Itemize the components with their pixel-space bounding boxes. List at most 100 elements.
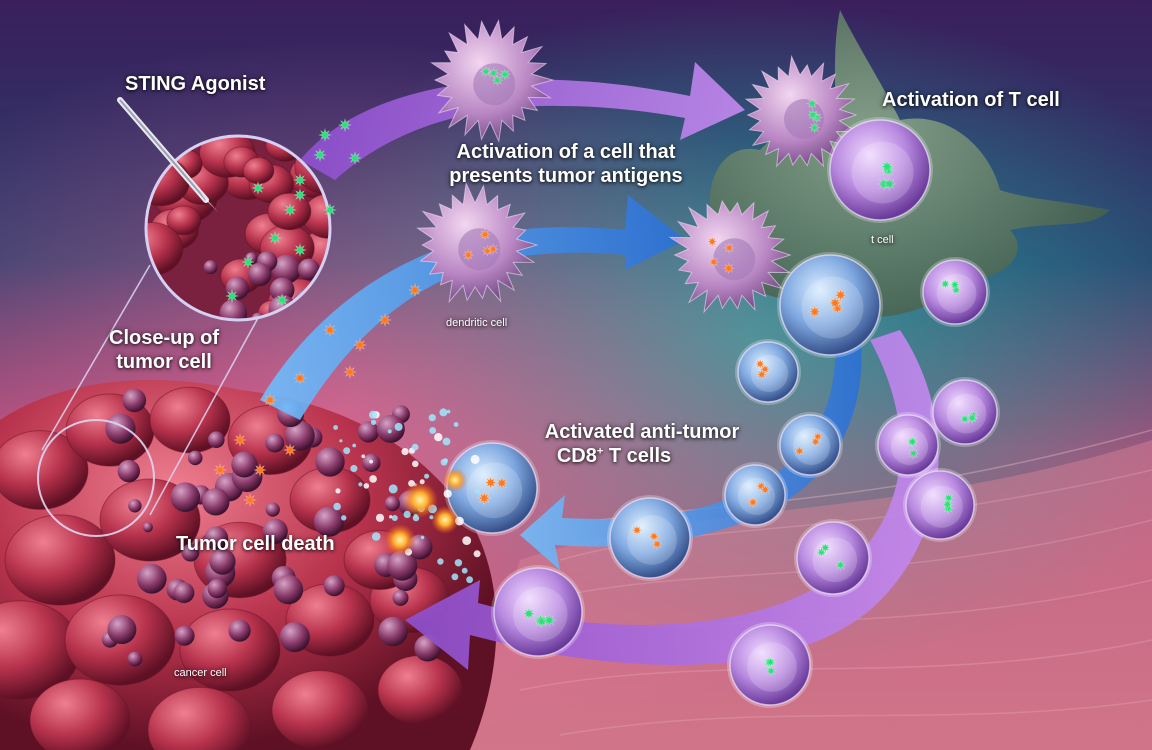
particle — [542, 613, 557, 628]
tumor-vesicle — [173, 582, 195, 604]
particle — [483, 475, 498, 490]
sparkle — [391, 515, 398, 521]
tumor-vesicle — [392, 589, 409, 606]
sparkle — [439, 408, 448, 417]
particle — [491, 74, 504, 87]
label-t-cell: t cell — [871, 234, 894, 246]
sparkle — [339, 439, 343, 443]
label-activated-line2: CD8+ T cells — [557, 444, 671, 468]
tumor-vesicle — [207, 578, 227, 599]
particle — [879, 159, 895, 174]
sparkle — [401, 448, 409, 456]
blue-arrow-return — [520, 330, 862, 570]
sparkle — [387, 429, 392, 434]
particle — [722, 262, 735, 275]
cancer-cell — [377, 655, 463, 725]
sparkle — [451, 573, 459, 581]
tumor-vesicle — [323, 575, 345, 597]
tumor-vesicle — [231, 451, 258, 478]
tumor-vesicle — [262, 518, 288, 544]
particle — [706, 235, 719, 248]
sparkle — [369, 459, 373, 464]
particle — [487, 67, 500, 80]
tumor-vesicle — [279, 622, 310, 653]
sparkle — [462, 536, 472, 545]
particle — [494, 476, 509, 491]
t-cell — [827, 117, 933, 223]
cancer-cell — [0, 430, 89, 510]
cancer-cell — [271, 670, 369, 750]
label-cd8-sup: + — [596, 445, 604, 458]
dendritic-cell — [429, 18, 555, 143]
particle — [274, 292, 290, 308]
t-cell — [875, 412, 941, 478]
label-cd8: CD8 — [556, 445, 597, 467]
particle — [765, 664, 778, 678]
label-activation-apc-line1: Activation of a cell that — [456, 141, 676, 163]
tumor-vesicle — [187, 450, 203, 466]
tumor-vesicle — [174, 625, 195, 646]
particle — [939, 277, 952, 290]
tumor-vesicle — [265, 433, 285, 453]
label-close-up-line1: Close-up of — [109, 327, 219, 349]
cancer-cell-closeup — [166, 205, 202, 236]
particle — [806, 97, 819, 110]
particle — [948, 278, 961, 291]
t-cell — [727, 622, 813, 708]
sparkle — [446, 409, 451, 414]
dendritic-cell — [668, 199, 792, 314]
particle — [958, 412, 972, 426]
t-cell — [777, 252, 883, 358]
particle — [267, 230, 283, 246]
label-cancer-cell: cancer cell — [174, 667, 227, 679]
particle — [252, 462, 268, 478]
label-dendritic-cell: dendritic cell — [446, 317, 508, 329]
tumor-vesicle — [128, 499, 142, 513]
particle — [707, 255, 720, 269]
sparkle — [343, 447, 351, 455]
tumor-vesicle — [284, 420, 315, 451]
label-activation-t-cell: Activation of T cell — [882, 89, 1060, 111]
dendritic-cell — [744, 54, 858, 168]
particle — [250, 180, 266, 196]
needle-icon — [117, 97, 218, 212]
sparkle — [333, 425, 338, 430]
particle — [479, 65, 492, 78]
sparkle — [440, 458, 448, 466]
tumor-vesicle — [107, 615, 137, 645]
particle — [807, 304, 822, 319]
tumor-vesicle — [209, 548, 236, 575]
tumor-vesicle — [202, 488, 230, 516]
tumor-vesicle — [265, 502, 280, 517]
particle — [764, 656, 777, 669]
tumor-vesicle — [297, 258, 320, 281]
zoom-target-circle — [37, 419, 155, 537]
particle — [282, 442, 298, 458]
particle — [819, 541, 832, 554]
particle — [262, 392, 278, 408]
sparkle — [335, 488, 341, 494]
sparkle — [333, 502, 341, 511]
sparkle — [363, 483, 370, 489]
tumor-vesicle — [122, 388, 147, 413]
cancer-cell — [147, 686, 253, 750]
sparkle-glow — [431, 506, 459, 534]
tumor-vesicle — [142, 522, 153, 533]
tumor-vesicle — [219, 299, 248, 320]
tumor-vesicle — [357, 421, 379, 443]
cancer-cell — [179, 608, 281, 692]
particle — [477, 491, 492, 506]
particle — [312, 147, 328, 163]
tumor-vesicle — [376, 414, 405, 443]
sparkle — [470, 454, 480, 464]
sparkle — [389, 515, 393, 519]
sparkle — [352, 443, 357, 448]
sparkle — [437, 558, 444, 565]
tumor-vesicle — [269, 277, 295, 303]
sparkle — [369, 410, 377, 419]
purple-arrow-return — [405, 330, 939, 670]
cancer-cell — [29, 678, 131, 750]
tumor-vesicle — [208, 431, 225, 449]
particle — [647, 530, 661, 543]
